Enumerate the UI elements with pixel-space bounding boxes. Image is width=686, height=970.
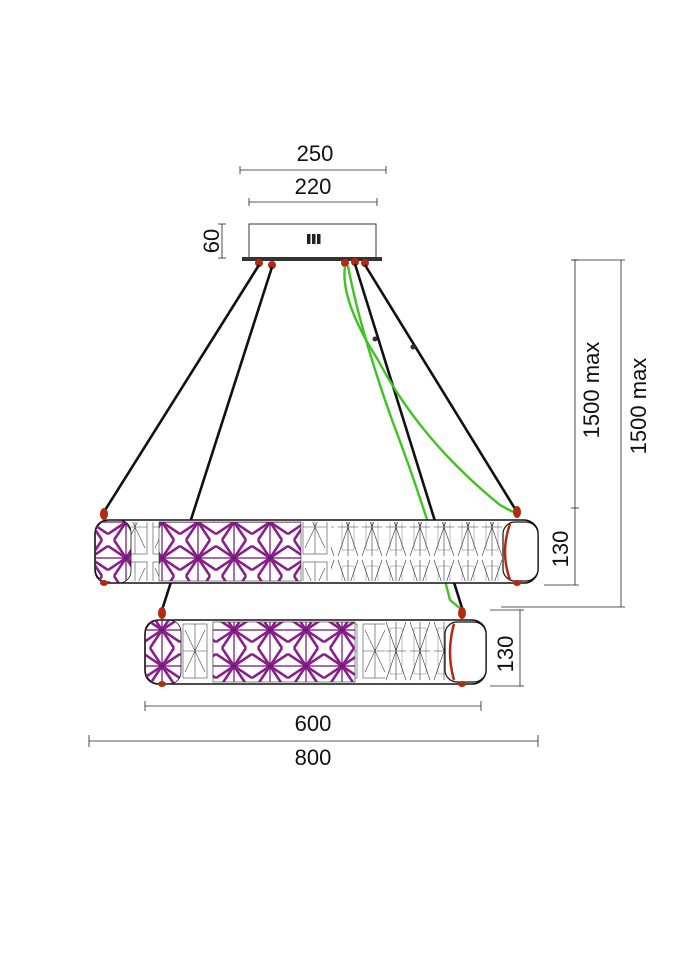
cable-gripper: [255, 258, 369, 269]
canopy-height-label: 60: [199, 229, 224, 253]
upper-ring-mount-point: [100, 506, 521, 586]
lower-ring-height-label: 130: [493, 636, 518, 673]
upper-ring-diameter-label: 800: [295, 745, 332, 770]
dimension-lower-ring-diameter: 600: [144, 701, 482, 736]
canopy-terminal-icon: [307, 234, 321, 244]
dimension-upper-ring-height: 130: [544, 508, 579, 586]
dimension-canopy-outer-width: 250: [239, 141, 387, 174]
lower-ring-diameter-label: 600: [295, 711, 332, 736]
dimension-canopy-inner-width: 220: [248, 174, 378, 206]
dimension-canopy-height: 60: [199, 223, 226, 259]
dimension-upper-ring-diameter: 800: [88, 735, 539, 770]
upper-crystal-ring: [94, 506, 539, 586]
upper-ring-height-label: 130: [548, 531, 573, 568]
lower-suspension-label: 1500 max: [626, 358, 651, 455]
dimension-lower-suspension: 1500 max: [501, 259, 651, 608]
lower-crystal-ring: [144, 607, 487, 687]
canopy-inner-width-label: 220: [295, 174, 332, 199]
lower-ring-mount-point: [158, 607, 466, 687]
upper-suspension-label: 1500 max: [579, 342, 604, 439]
canopy-outer-width-label: 250: [297, 141, 334, 166]
ceiling-canopy: [242, 223, 382, 269]
dimension-lower-ring-height: 130: [490, 609, 524, 687]
dimension-upper-suspension: 1500 max: [571, 259, 604, 509]
